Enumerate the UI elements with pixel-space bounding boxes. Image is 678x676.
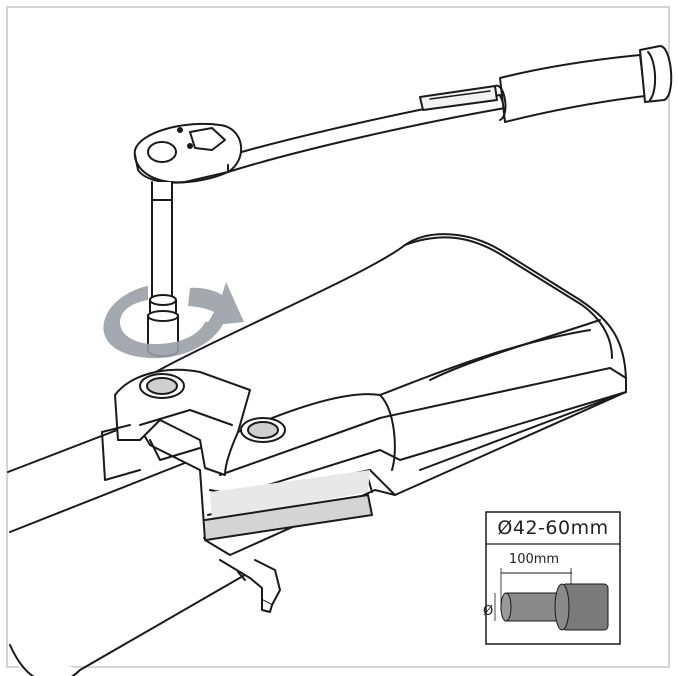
diameter-range-label: Ø42-60mm — [497, 517, 609, 539]
bottom-clamp-bolt — [219, 559, 281, 613]
housing-skirt-shade — [205, 470, 372, 540]
length-label: 100mm — [508, 552, 560, 567]
luminaire-housing — [119, 233, 627, 556]
ratchet-wrench — [133, 45, 673, 184]
bolt-hole-left — [139, 373, 185, 399]
diameter-symbol-label: Ø — [483, 604, 494, 619]
pipe-profile-icon — [500, 583, 609, 631]
frame-border — [6, 6, 670, 668]
socket-extension — [147, 181, 179, 357]
clockwise-rotation-arrow — [103, 282, 244, 359]
pipe-spec-box — [485, 511, 621, 645]
bolt-hole-right — [240, 417, 286, 443]
